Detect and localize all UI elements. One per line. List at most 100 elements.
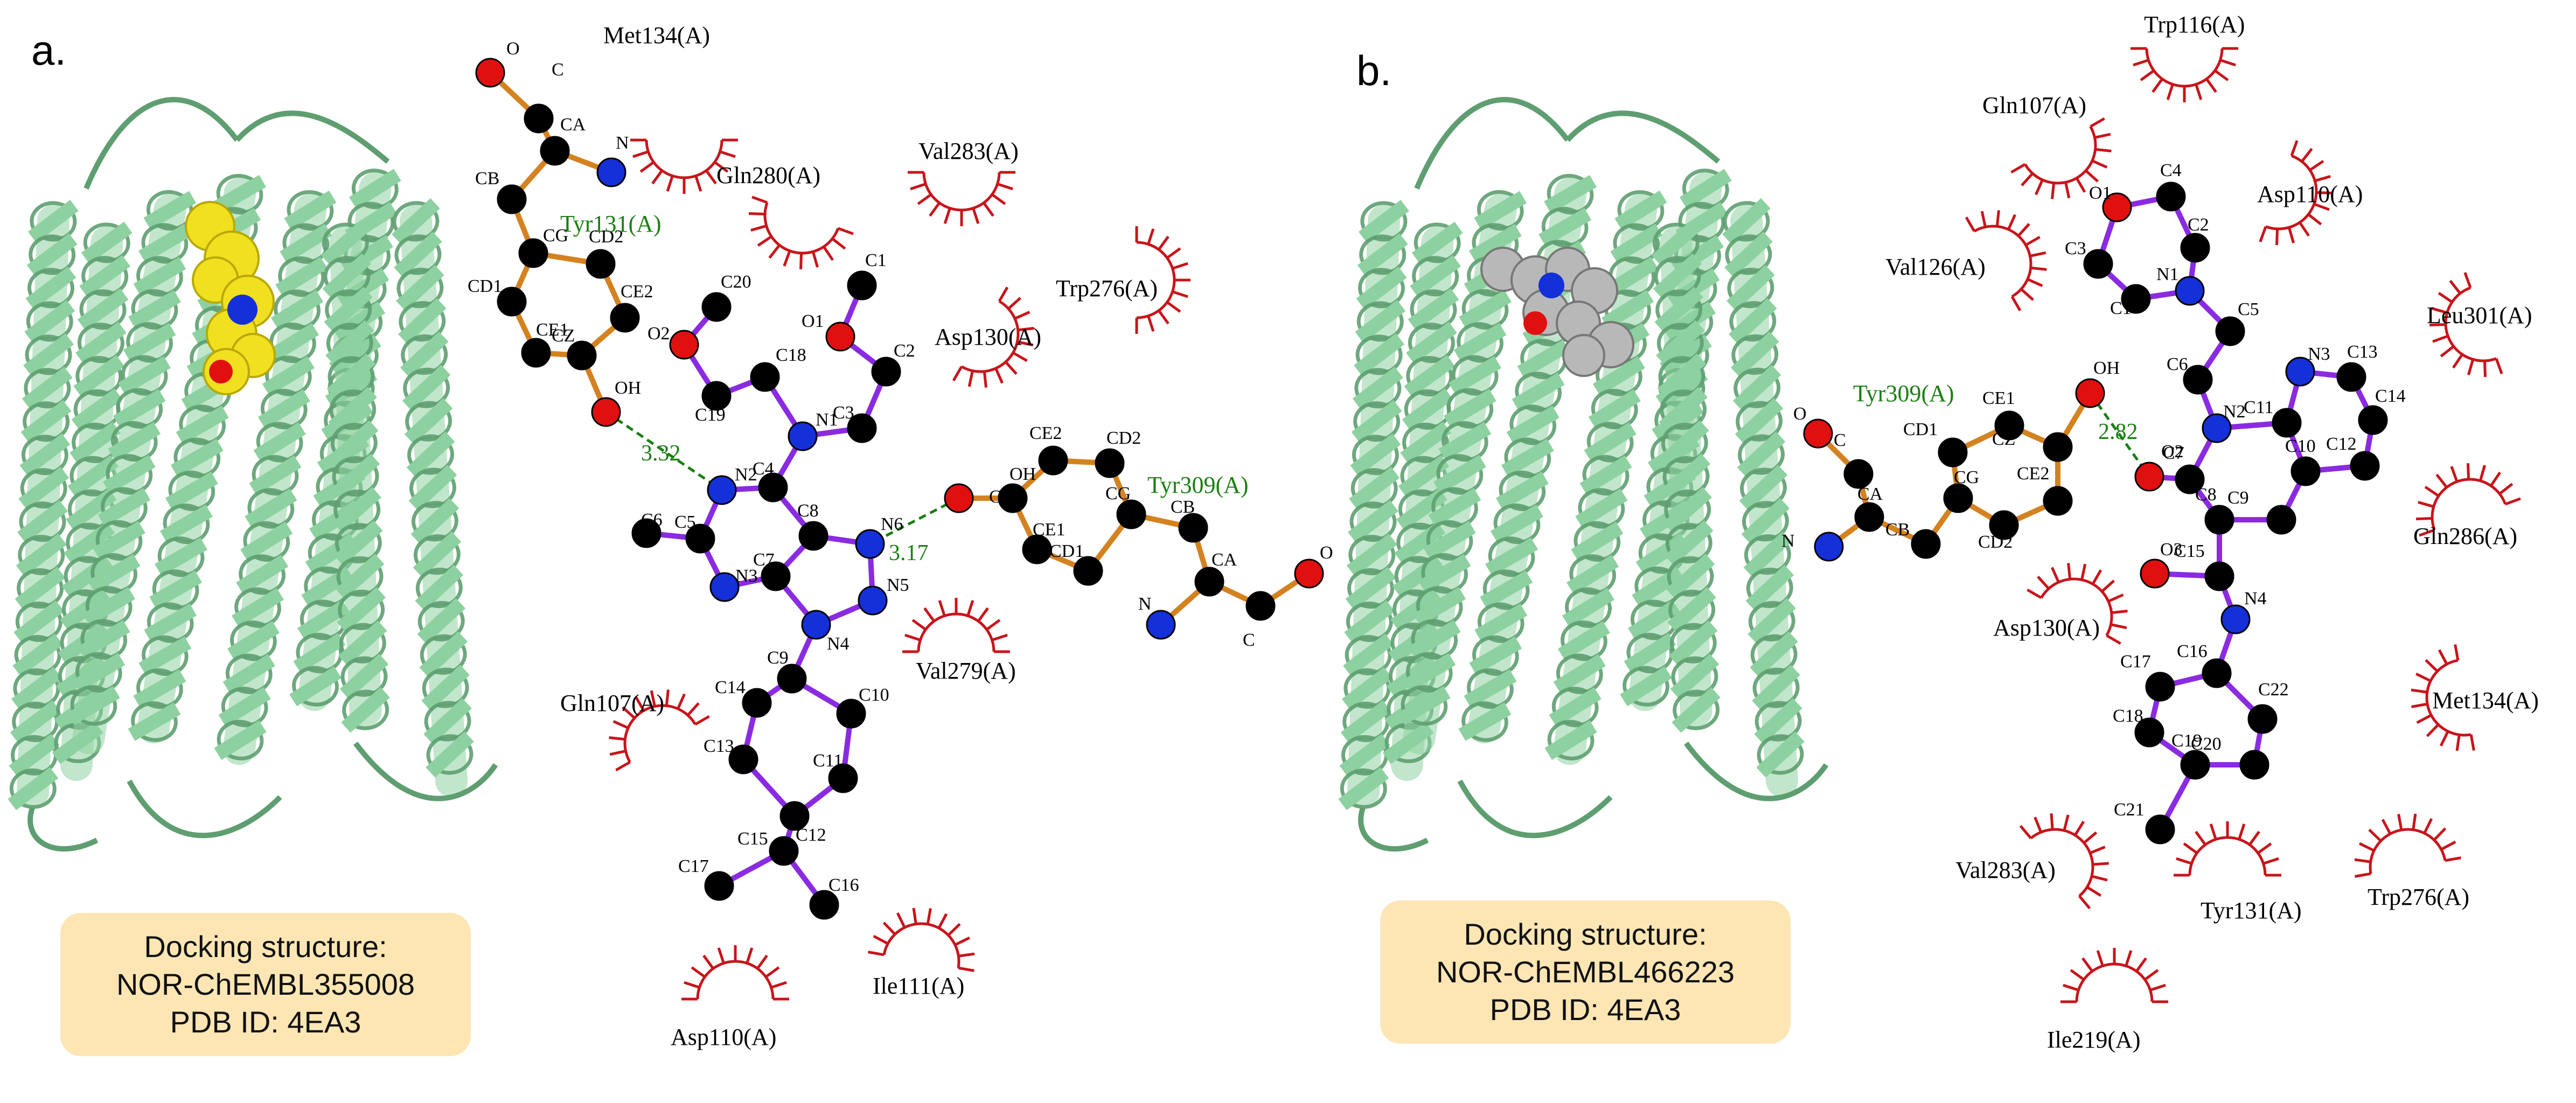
atom-label: CB [475,169,499,189]
atom-c [2134,717,2164,748]
atom-label: CE1 [1033,520,1065,540]
hydrophobic-tick [954,936,970,946]
hbond-residue-label: Tyr309(A) [1853,380,1954,407]
atom-label: C17 [2120,652,2151,672]
atom-label: C14 [2375,386,2406,406]
residue-label: Met134(A) [603,22,710,48]
hydrophobic-tick [2080,563,2087,581]
hydrophobic-tick [2091,875,2108,882]
atom-label: CZ [1992,429,2015,449]
atom-label: C13 [2347,342,2378,362]
atom-o [591,397,621,427]
atom-label: C6 [2167,354,2188,374]
hydrophobic-tick [823,246,834,261]
hydrophobic-tick [684,981,700,989]
atom-label: O [1320,543,1333,563]
hydrophobic-tick [650,690,656,707]
atom-label: C2 [2188,215,2209,235]
hydrophobic-tick [831,238,846,250]
hydrophobic-tick [977,607,989,622]
hydrophobic-tick [1166,247,1181,259]
atom-o [1294,559,1324,589]
atom-label: N1 [2156,264,2179,284]
hydrophobic-tick [2125,950,2133,967]
hydrophobic-contact [2010,117,2112,199]
atom-n [1146,610,1176,640]
hydrophobic-tick [2064,181,2071,199]
atom-o [2102,192,2132,222]
hydrophobic-tick [750,224,767,232]
atom-label: C18 [776,345,806,365]
atom-n [2220,604,2251,634]
atom-label: C10 [2285,436,2316,456]
hydrophobic-tick [2368,828,2382,842]
hydrophobic-tick [2091,569,2102,585]
loop [353,741,498,801]
atom-c [631,518,662,548]
atom-label: C8 [2195,485,2217,505]
atom-label: CE2 [1029,423,1062,443]
hydrophobic-tick [2452,353,2463,369]
atom-n [707,475,737,505]
atom-c [1038,445,1068,476]
ligand-atom-sphere [209,360,233,383]
helix-segment [67,190,197,755]
atom-c [2175,464,2205,494]
atom-label: C17 [678,856,709,876]
atom-c [701,292,732,322]
hydrophobic-tick [2259,226,2267,242]
atom-label: CA [1857,484,1883,504]
hydrophobic-arc [2188,836,2267,876]
atom-c [701,381,732,411]
residue-label: Gln107(A) [1982,92,2086,118]
atom-label: C6 [641,510,663,530]
atom-c [704,871,734,901]
hydrophobic-tick [868,951,885,957]
hydrophobic-tick [757,235,772,247]
atom-c [540,136,570,166]
box-b-line1: Docking structure: [1464,917,1707,951]
atom-c [521,338,551,368]
hydrophobic-tick [665,689,670,706]
hydrophobic-tick [2135,957,2147,972]
residue-label: Asp110(A) [671,1024,776,1050]
hydrophobic-contact [2131,47,2238,102]
atom-label: O2 [2161,442,2184,462]
hydrophobic-tick [2030,266,2047,271]
hydrophobic-tick [1014,311,1031,320]
atom-label: C [1243,630,1255,650]
hydrophobic-tick [666,175,674,192]
residue-label: Trp116(A) [2144,11,2245,38]
hbond-line [869,497,960,546]
atom-c [2239,750,2269,780]
hydrophobic-contact [2415,463,2521,537]
hydrophobic-tick [2083,831,2098,844]
atom-o [944,483,974,513]
hydrophobic-tick [639,161,655,173]
atom-label: C14 [715,678,746,697]
hbond-distance: 3.32 [641,441,681,466]
atom-label: C16 [2177,641,2208,661]
hydrophobic-arc [2030,828,2094,897]
hydrophobic-tick [2205,78,2217,93]
hydrophobic-tick [2096,950,2104,967]
atom-label: C12 [2326,434,2357,454]
hydrophobic-tick [2110,623,2127,630]
hbond-line [605,410,723,492]
hydrophobic-arc [882,922,960,968]
hydrophobic-tick [751,196,768,204]
hydrophobic-tick [986,619,1001,631]
box-a-line2: NOR-ChEMBL355008 [116,967,415,1001]
residue-label: Met134(A) [2432,687,2539,714]
hydrophobic-tick [746,947,754,964]
residue-label: Ile219(A) [2047,1027,2141,1053]
hydrophobic-tick [2262,857,2279,865]
hydrophobic-tick [983,202,994,217]
hydrophobic-arc [2024,125,2097,185]
atom-label: C15 [2174,541,2205,561]
hydrophobic-tick [799,253,803,270]
hydrophobic-tick [622,706,636,720]
hydrophobic-tick [2051,183,2056,199]
